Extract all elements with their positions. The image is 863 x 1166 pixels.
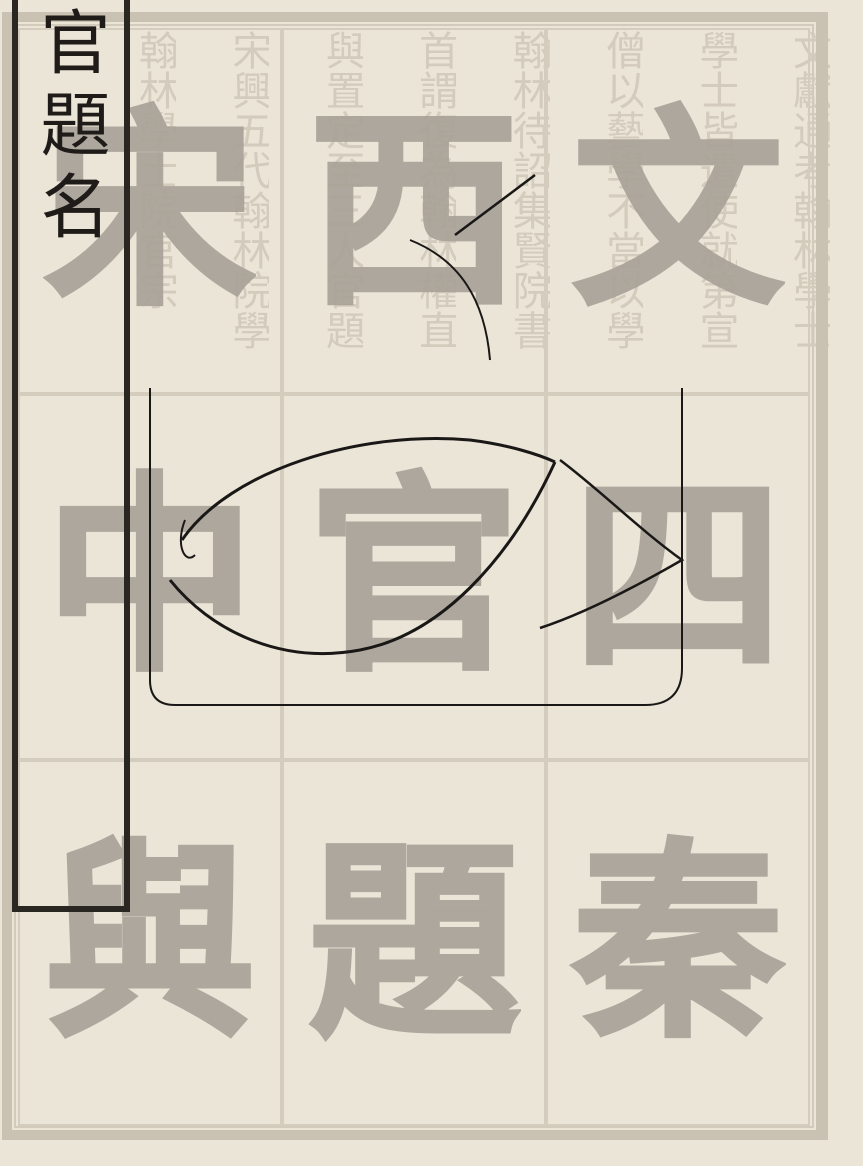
seal-character: 題 [307,819,521,1066]
seal-character: 文 [571,87,785,334]
seal-character: 宋 [43,87,257,334]
bleed-column: 宋興五代翰林院學 [225,30,270,350]
seal-cell: 秦 [546,760,810,1126]
outer-border [2,12,828,1140]
seal-cell: 文 [546,28,810,394]
seal-character: 秦 [571,819,785,1066]
title-slip [12,0,130,912]
seal-character: 西 [307,87,521,334]
seal-character: 四 [571,453,785,700]
seal-character: 與 [43,819,257,1066]
title-slip-text: 官題名 [29,6,111,252]
seal-script-grid: 文 西 宋 四 官 中 秦 題 與 [18,28,810,1126]
bleed-column: 僧以藝學不當以學 [599,30,644,350]
seal-cell: 官 [282,394,546,760]
seal-cell: 四 [546,394,810,760]
bleed-column: 翰林學士院官宗 [132,30,176,310]
seal-character: 官 [307,453,521,700]
bleed-column: 與置定至三人官題 [318,30,363,350]
seal-cell: 西 [282,28,546,394]
bleed-column: 學士皆遣使就第宣 [692,30,737,350]
seal-cell: 題 [282,760,546,1126]
seal-cell: 與 [18,760,282,1126]
